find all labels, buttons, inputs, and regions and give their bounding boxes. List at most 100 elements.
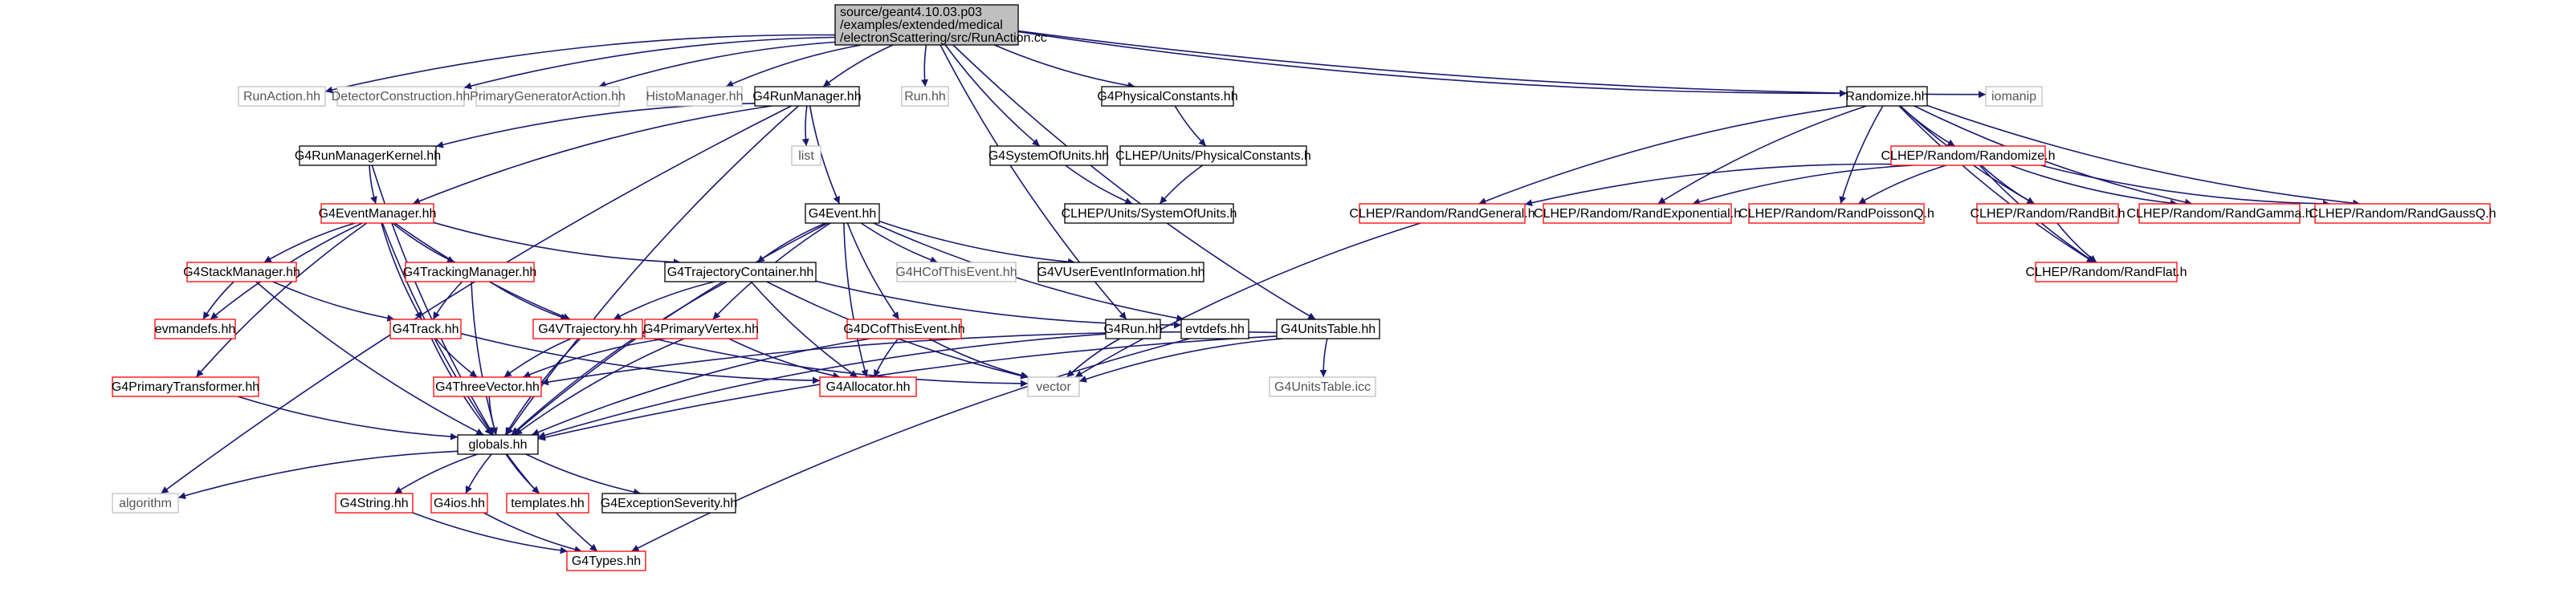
node-label-vector: vector bbox=[1036, 380, 1071, 394]
node-G4TrajectoryContainer[interactable]: G4TrajectoryContainer.hh bbox=[664, 262, 817, 282]
edge-Randomize-to-RandFlat bbox=[1898, 105, 2095, 263]
node-label-G4EventManager: G4EventManager.hh bbox=[319, 207, 437, 221]
edge-G4RunManager-to-algorithm bbox=[161, 105, 792, 494]
node-RunAction[interactable]: RunAction.hh bbox=[238, 86, 326, 107]
node-list[interactable]: list bbox=[791, 145, 821, 166]
node-box-G4ThreeVector bbox=[433, 376, 542, 397]
node-label-G4HCofThisEvent: G4HCofThisEvent.hh bbox=[895, 266, 1017, 279]
edge-root-to-Run bbox=[920, 44, 928, 87]
node-RandGamma[interactable]: CLHEP/Random/RandGamma.h bbox=[2126, 203, 2313, 224]
edge-layer bbox=[161, 30, 2361, 554]
edge-G4PrimaryVertex-to-G4Allocator bbox=[728, 338, 841, 380]
node-G4UnitsTableIcc[interactable]: G4UnitsTable.icc bbox=[1269, 376, 1376, 397]
node-G4Event[interactable]: G4Event.hh bbox=[805, 203, 880, 224]
edge-CLHEPRandomize-to-RandPoissonQ bbox=[1857, 164, 1946, 205]
edge-G4TrackingManager-to-G4VTrajectory bbox=[489, 281, 569, 321]
node-box-globals bbox=[457, 434, 539, 455]
node-RandExponential[interactable]: CLHEP/Random/RandExponential.h bbox=[1534, 203, 1741, 224]
edge-CLHEPRandomize-to-RandGeneral bbox=[1524, 163, 1892, 207]
node-algorithm[interactable]: algorithm bbox=[112, 493, 179, 514]
node-box-G4DCofThisEvent bbox=[846, 319, 962, 339]
node-box-Randomize bbox=[1846, 86, 1928, 107]
node-evtdefs[interactable]: evtdefs.hh bbox=[1180, 319, 1249, 339]
node-G4VTrajectory[interactable]: G4VTrajectory.hh bbox=[532, 319, 643, 339]
node-box-G4Track bbox=[389, 319, 462, 339]
node-box-G4Allocator bbox=[819, 376, 917, 397]
node-RandGaussQ[interactable]: CLHEP/Random/RandGaussQ.h bbox=[2309, 203, 2497, 224]
edge-Randomize-to-RandGamma bbox=[1914, 105, 2193, 206]
node-label-root: source/geant4.10.03.p03 bbox=[840, 6, 982, 19]
node-CLHEPPhysicalConstants[interactable]: CLHEP/Units/PhysicalConstants.h bbox=[1115, 145, 1311, 166]
node-box-RunAction bbox=[238, 86, 326, 107]
edge-G4SystemOfUnits-to-CLHEPSystemOfUnits bbox=[1065, 164, 1133, 205]
edge-root-to-iomanip bbox=[1017, 30, 1987, 99]
node-label-G4String: G4String.hh bbox=[340, 497, 408, 510]
node-G4VUserEventInformation[interactable]: G4VUserEventInformation.hh bbox=[1037, 262, 1205, 282]
node-box-RandBit bbox=[1976, 203, 2119, 224]
node-iomanip[interactable]: iomanip bbox=[1985, 86, 2043, 107]
node-box-CLHEPSystemOfUnits bbox=[1064, 203, 1234, 224]
node-G4PrimaryTransformer[interactable]: G4PrimaryTransformer.hh bbox=[112, 376, 259, 397]
node-CLHEPRandomize[interactable]: CLHEP/Random/Randomize.h bbox=[1881, 145, 2056, 166]
node-G4StackManager[interactable]: G4StackManager.hh bbox=[183, 262, 300, 282]
node-G4Types[interactable]: G4Types.hh bbox=[566, 550, 646, 571]
node-G4ios[interactable]: G4ios.hh bbox=[430, 493, 488, 514]
node-G4PhysicalConstants[interactable]: G4PhysicalConstants.hh bbox=[1097, 86, 1238, 107]
node-box-RandGeneral bbox=[1359, 203, 1526, 224]
node-G4RunManagerKernel[interactable]: G4RunManagerKernel.hh bbox=[295, 145, 441, 166]
node-CLHEPSystemOfUnits[interactable]: CLHEP/Units/SystemOfUnits.h bbox=[1062, 203, 1237, 224]
edge-G4VTrajectory-to-vector bbox=[642, 335, 1029, 388]
edge-globals-to-G4ios bbox=[465, 453, 492, 494]
node-box-G4EventManager bbox=[320, 203, 434, 224]
node-box-G4SystemOfUnits bbox=[989, 145, 1108, 166]
node-Randomize[interactable]: Randomize.hh bbox=[1845, 86, 1929, 107]
node-G4Track[interactable]: G4Track.hh bbox=[389, 319, 462, 339]
node-label-evmandefs: evmandefs.hh bbox=[155, 323, 236, 336]
edge-G4RunManager-to-G4EventManager bbox=[412, 105, 772, 205]
edge-CLHEPRandomize-to-RandGamma bbox=[2009, 164, 2178, 207]
node-box-G4TrackingManager bbox=[405, 262, 535, 282]
edge-evtdefs-to-G4Types bbox=[631, 338, 1190, 552]
node-label-globals: globals.hh bbox=[469, 438, 528, 452]
node-PrimaryGeneratorAction[interactable]: PrimaryGeneratorAction.hh bbox=[470, 86, 626, 107]
node-G4TrackingManager[interactable]: G4TrackingManager.hh bbox=[403, 262, 537, 282]
node-G4PrimaryVertex[interactable]: G4PrimaryVertex.hh bbox=[643, 319, 759, 339]
node-box-G4StackManager bbox=[186, 262, 297, 282]
edge-globals-to-G4ExceptionSeverity bbox=[525, 453, 642, 496]
node-G4ThreeVector[interactable]: G4ThreeVector.hh bbox=[433, 376, 542, 397]
edge-G4UnitsTable-to-globals bbox=[537, 335, 1278, 441]
edge-G4Event-to-evtdefs bbox=[873, 222, 1184, 322]
node-label-RandBit: CLHEP/Random/RandBit.h bbox=[1971, 207, 2126, 221]
node-G4HCofThisEvent[interactable]: G4HCofThisEvent.hh bbox=[895, 262, 1017, 282]
node-globals[interactable]: globals.hh bbox=[457, 434, 539, 455]
node-Run[interactable]: Run.hh bbox=[901, 86, 949, 107]
node-label-G4VUserEventInformation: G4VUserEventInformation.hh bbox=[1037, 266, 1205, 279]
node-root[interactable]: source/geant4.10.03.p03/examples/extende… bbox=[834, 4, 1047, 46]
node-G4EventManager[interactable]: G4EventManager.hh bbox=[319, 203, 437, 224]
node-G4Allocator[interactable]: G4Allocator.hh bbox=[819, 376, 917, 397]
node-G4DCofThisEvent[interactable]: G4DCofThisEvent.hh bbox=[843, 319, 965, 339]
node-box-list bbox=[791, 145, 821, 166]
node-HistoManager[interactable]: HistoManager.hh bbox=[646, 86, 744, 107]
edge-G4UnitsTable-to-G4ThreeVector bbox=[540, 331, 1278, 386]
node-box-RandExponential bbox=[1543, 203, 1732, 224]
node-RandBit[interactable]: CLHEP/Random/RandBit.h bbox=[1971, 203, 2126, 224]
node-G4ExceptionSeverity[interactable]: G4ExceptionSeverity.hh bbox=[601, 493, 737, 514]
node-G4SystemOfUnits[interactable]: G4SystemOfUnits.hh bbox=[988, 145, 1109, 166]
node-templates[interactable]: templates.hh bbox=[506, 493, 589, 514]
node-G4String[interactable]: G4String.hh bbox=[335, 493, 414, 514]
node-vector[interactable]: vector bbox=[1027, 376, 1080, 397]
node-DetectorConstruction[interactable]: DetectorConstruction.hh bbox=[332, 86, 471, 107]
node-G4UnitsTable[interactable]: G4UnitsTable.hh bbox=[1276, 319, 1380, 339]
node-G4Run[interactable]: G4Run.hh bbox=[1104, 319, 1163, 339]
node-G4RunManager[interactable]: G4RunManager.hh bbox=[752, 86, 862, 107]
edge-G4StackManager-to-globals bbox=[255, 281, 484, 436]
edge-G4RunManagerKernel-to-G4EventManager bbox=[369, 164, 377, 205]
node-evmandefs[interactable]: evmandefs.hh bbox=[154, 319, 236, 339]
node-box-Run bbox=[901, 86, 949, 107]
node-RandPoissonQ[interactable]: CLHEP/Random/RandPoissonQ.h bbox=[1738, 203, 1934, 224]
edge-G4PrimaryVertex-to-globals bbox=[514, 338, 685, 436]
node-RandFlat[interactable]: CLHEP/Random/RandFlat.h bbox=[2026, 262, 2187, 282]
node-RandGeneral[interactable]: CLHEP/Random/RandGeneral.h bbox=[1349, 203, 1535, 224]
